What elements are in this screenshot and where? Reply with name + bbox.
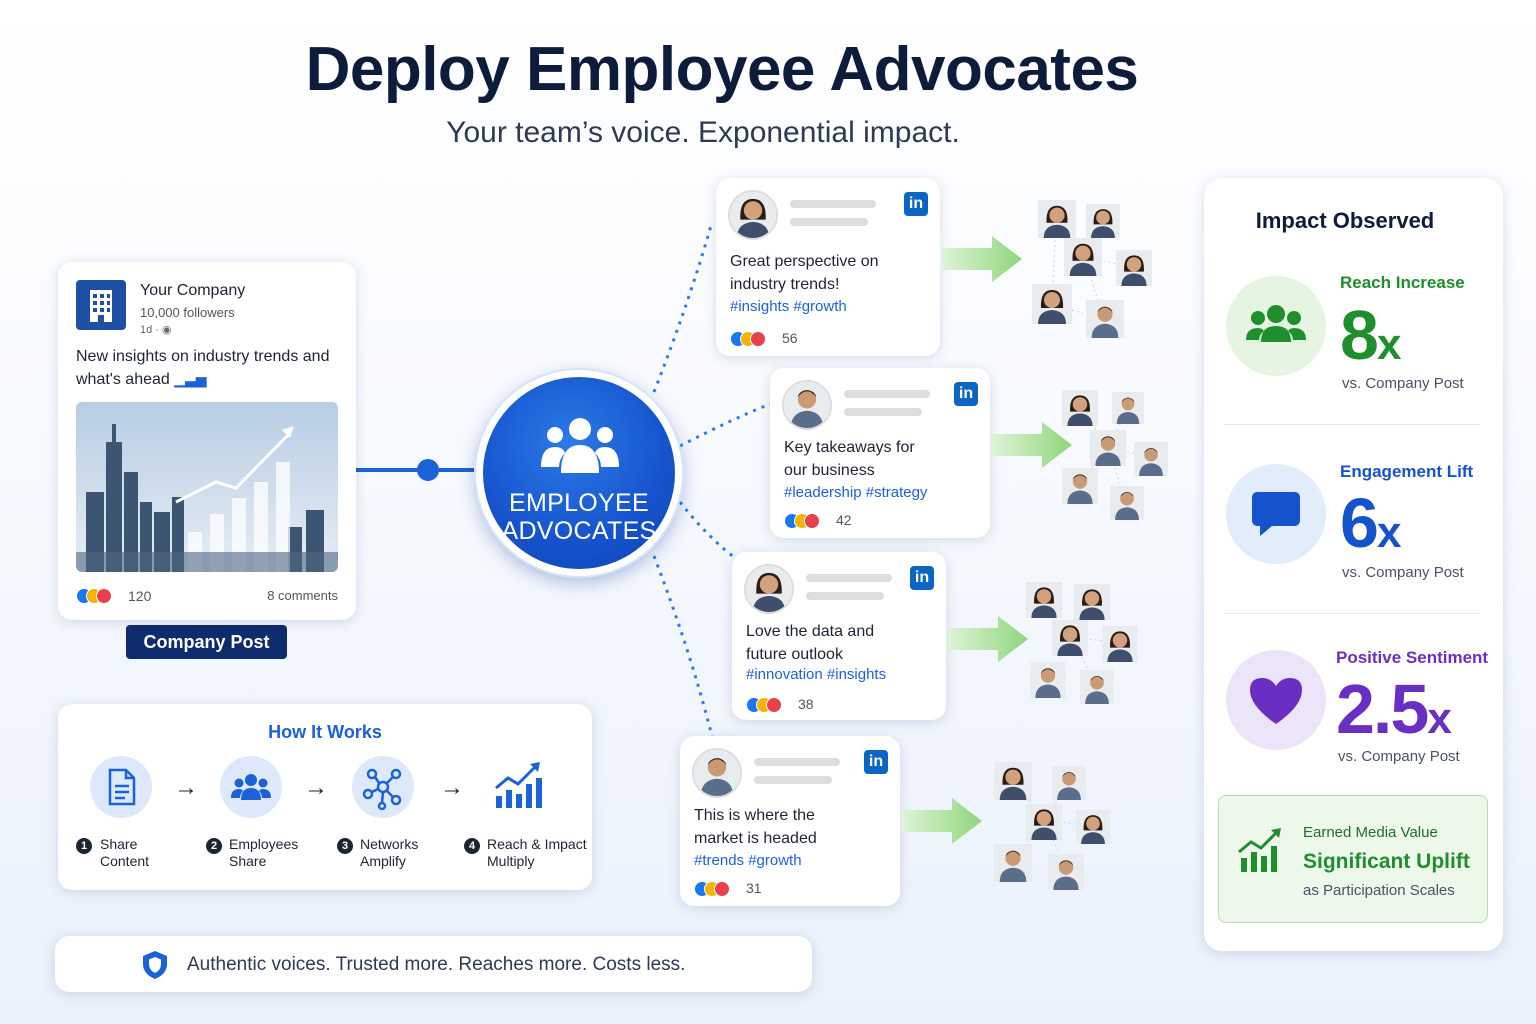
comment-count[interactable]: 8 comments [267, 588, 338, 603]
avatar [692, 748, 742, 798]
how-it-works-title: How It Works [268, 722, 382, 742]
heart-icon [1226, 650, 1326, 750]
company-post-image [76, 402, 338, 572]
post-hashtags[interactable]: #trends #growth [694, 852, 802, 869]
bar-chart-icon: ▁▃▅ [174, 371, 207, 387]
document-icon [90, 756, 152, 818]
people-icon [220, 756, 282, 818]
post-hashtags[interactable]: #leadership #strategy [784, 484, 928, 501]
metric-value: 6x [1340, 484, 1402, 562]
tagline-bar: Authentic voices. Trusted more. Reaches … [55, 936, 812, 992]
avatar [782, 380, 832, 430]
arrow-right-icon: → [174, 774, 198, 801]
growth-chart-icon [1237, 826, 1287, 879]
metric-label: Engagement Lift [1340, 462, 1474, 481]
company-post-badge: Company Post [126, 625, 287, 659]
linkedin-icon[interactable]: in [910, 566, 934, 590]
step-number: 1 [76, 838, 92, 854]
people-network-4 [986, 760, 1114, 890]
linkedin-icon[interactable]: in [904, 192, 928, 216]
arrow-right-icon [992, 422, 1072, 468]
reaction-count: 38 [798, 696, 814, 712]
reaction-icons [76, 588, 114, 604]
metric-sub: vs. Company Post [1342, 375, 1464, 392]
linkedin-icon[interactable]: in [864, 750, 888, 774]
emv-headline: Significant Uplift [1303, 850, 1470, 873]
arrow-right-icon: → [440, 774, 464, 801]
arrow-right-icon [942, 236, 1022, 282]
linkedin-icon[interactable]: in [954, 382, 978, 406]
avatar [728, 190, 778, 240]
shield-icon [141, 950, 169, 985]
company-followers: 10,000 followers [140, 305, 235, 320]
company-name: Your Company [140, 282, 246, 299]
impact-title: Impact Observed [1255, 208, 1435, 233]
growth-chart-icon [488, 756, 550, 818]
reaction-count: 42 [836, 512, 852, 528]
reaction-icons [746, 697, 784, 713]
building-icon [76, 280, 126, 330]
employee-advocates-hub: EMPLOYEE ADVOCATES [476, 370, 682, 576]
tagline-text: Authentic voices. Trusted more. Reaches … [187, 954, 686, 975]
post-hashtags[interactable]: #insights #growth [730, 298, 847, 315]
reaction-count: 56 [782, 330, 798, 346]
reaction-icons [694, 881, 732, 897]
people-icon [541, 415, 619, 484]
arrow-right-icon [902, 798, 982, 844]
metric-value: 2.5x [1336, 670, 1452, 748]
metric-label: Reach Increase [1340, 273, 1465, 292]
arrow-right-icon: → [304, 774, 328, 801]
reaction-count: 120 [128, 588, 152, 604]
step-number: 2 [206, 838, 222, 854]
metric-label: Positive Sentiment [1336, 648, 1489, 667]
people-network-3 [1020, 580, 1144, 706]
people-icon [1226, 276, 1326, 376]
step-number: 4 [464, 838, 480, 854]
globe-icon: ◉ [162, 324, 172, 336]
network-icon [352, 756, 414, 818]
hub-label: EMPLOYEE ADVOCATES [501, 489, 657, 545]
post-hashtags[interactable]: #innovation #insights [746, 666, 887, 683]
page-title: Deploy Employee Advocates [305, 35, 1139, 104]
reaction-icons [730, 331, 768, 347]
people-network-1 [1020, 196, 1160, 344]
reaction-icons [784, 513, 822, 529]
chat-bubble-icon [1226, 464, 1326, 564]
company-post-card[interactable]: Your Company 10,000 followers 1d · ◉ New… [58, 262, 356, 620]
reaction-count: 31 [746, 880, 762, 896]
metric-value: 8x [1340, 296, 1402, 374]
emv-sub: as Participation Scales [1303, 882, 1455, 899]
earned-media-value-card: Earned Media Value Significant Uplift as… [1218, 795, 1488, 923]
arrow-right-icon [948, 616, 1028, 662]
metric-sub: vs. Company Post [1338, 748, 1460, 765]
impact-panel: Impact Observed Reach Increase 8x vs. Co… [1204, 178, 1503, 951]
emv-label: Earned Media Value [1303, 824, 1438, 841]
post-time: 1d · ◉ [140, 324, 172, 336]
company-post-text: New insights on industry trends and what… [76, 348, 330, 388]
step-number: 3 [337, 838, 353, 854]
avatar [744, 564, 794, 614]
metric-sub: vs. Company Post [1342, 564, 1464, 581]
page-subtitle: Your team’s voice. Exponential impact. [446, 116, 960, 149]
people-network-2 [1054, 388, 1174, 524]
